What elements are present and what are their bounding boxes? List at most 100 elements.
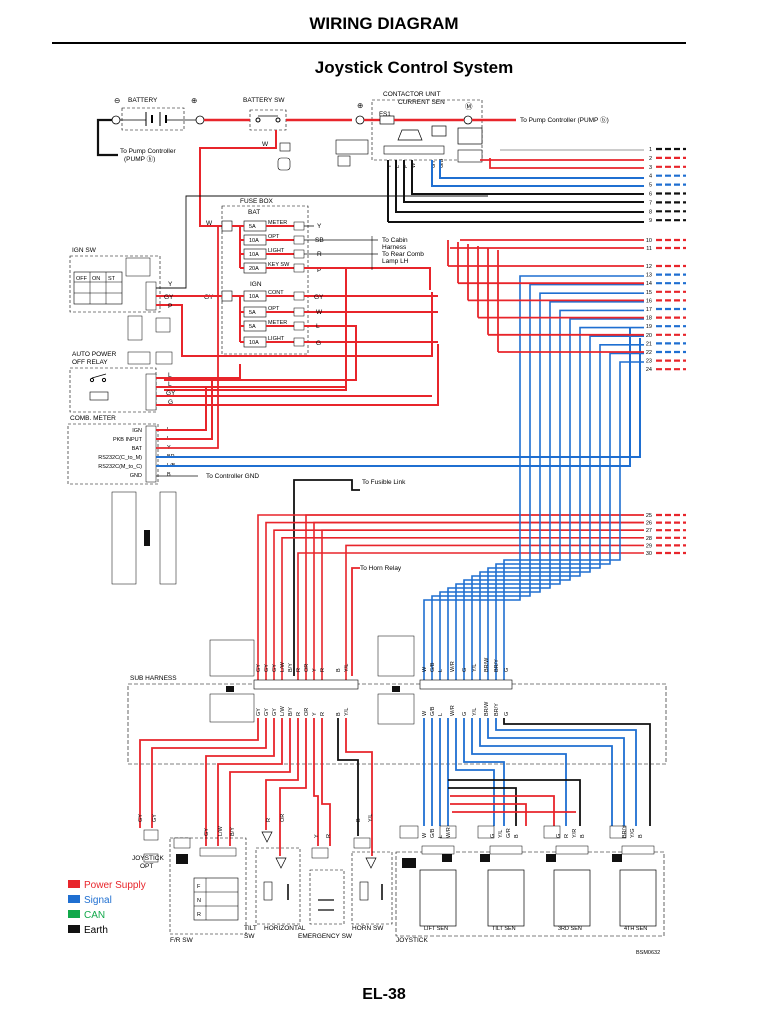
meter-connectors <box>111 491 177 585</box>
svg-text:R: R <box>266 818 272 822</box>
comb-meter-label: COMB. METER <box>70 415 116 422</box>
lower-wire-25 <box>450 803 527 826</box>
bundle-right-3 <box>447 300 644 680</box>
fuse-out-y: Y <box>317 223 322 230</box>
bundle-right-0 <box>423 275 644 680</box>
sub-harness: SUB HARNESS <box>127 635 667 765</box>
right-pin-11: 11 <box>646 246 652 252</box>
joystick-opt: JOYSTICK OPT GY GY <box>132 814 164 870</box>
fuse-bat-label: BAT <box>248 209 260 216</box>
right-pin-1: 1 <box>649 147 652 153</box>
contactor-unit: CONTACTOR UNIT CURRENT SEN FS1 ⊕ Ⓜ To Pu… <box>335 91 609 167</box>
ign-fuse-1-name: OPT <box>268 306 280 312</box>
joystick-opt-label-2: OPT <box>140 863 153 870</box>
right-pin-6: 6 <box>649 192 652 198</box>
lower-wire-8 <box>321 718 331 846</box>
w-wire-label: W <box>262 141 269 148</box>
sub-left-top-2: GY <box>272 664 278 672</box>
bundle-left-8 <box>321 529 644 680</box>
sub-right-bot-7: BR/Y <box>494 703 500 716</box>
sensor-0-wire-2: L <box>438 835 444 838</box>
svg-text:L: L <box>168 381 172 388</box>
legend-swatch-2 <box>68 910 80 918</box>
sensor-0-wire-1: G/B <box>430 828 436 838</box>
to-cabin-1: To Cabin <box>382 237 408 244</box>
contactor-wire-labels: Y L P W GY G/B <box>387 158 445 168</box>
bundle-left-7 <box>313 521 644 680</box>
to-pump-left-1: To Pump Controller <box>120 148 176 155</box>
battery-section: BATTERY ⊖ ⊕ To Pump Controller (PUMP ⓑ) <box>96 96 205 163</box>
ign-fuse-3-name: LIGHT <box>268 336 285 342</box>
sub-left-top-4: B/Y <box>288 663 294 672</box>
right-pin-18: 18 <box>646 316 652 322</box>
sensor-1-term <box>489 845 523 855</box>
svg-text:GY: GY <box>152 814 158 822</box>
bat-fuse-1-term <box>293 235 305 245</box>
bat-fuse-2-amp: 10A <box>249 252 259 258</box>
bundle-right-4 <box>455 309 644 680</box>
sensor-0-wire-0: W <box>422 832 428 838</box>
sensor-2-wire-0: G <box>556 834 562 838</box>
sub-right-bot-4: G <box>462 712 468 716</box>
bat-fuse-2-name: LIGHT <box>268 248 285 254</box>
sensor-2-wire-2: Y/R <box>572 829 578 838</box>
bundle-wires <box>257 239 644 680</box>
horn-sw: HORN SW B Y/L <box>351 814 393 932</box>
auto-power-relay: AUTO POWER OFF RELAY L L GY G <box>69 344 439 413</box>
svg-text:B/Y: B/Y <box>230 827 236 836</box>
sub-left-bot-2: GY <box>272 708 278 716</box>
svg-text:Y: Y <box>314 834 320 838</box>
lower-wire-5 <box>265 718 299 830</box>
bundle-right-6 <box>471 326 644 680</box>
meter-pin-2: BAT <box>132 446 143 452</box>
diagram-subtitle: Joystick Control System <box>314 58 514 77</box>
sensor-1-label: TILT SEN <box>492 926 516 932</box>
battery-sw-label: BATTERY SW <box>243 97 285 104</box>
fuse-ign-label: IGN <box>250 281 262 288</box>
sensor-3-label: 4TH SEN <box>624 926 647 932</box>
sub-left-top-5: R <box>296 668 302 672</box>
lower-wire-18 <box>479 718 613 826</box>
sub-right-top-1: G/B <box>430 662 436 672</box>
sub-right-bot-0: W <box>422 710 428 716</box>
ign-sw: IGN SW OFF ON ST Y GY P <box>69 195 488 365</box>
fuse-out-sb: SB <box>315 237 324 244</box>
sub-left-bot-6: OR <box>304 708 310 716</box>
fuse-out-r: R <box>317 251 322 258</box>
contactor-unit-label: CONTACTOR UNIT <box>383 91 441 98</box>
figure-code: BSM0632 <box>636 950 660 956</box>
ign-fuse-1-term <box>293 307 305 317</box>
bundle-right-8 <box>487 343 644 680</box>
relay-label-2: OFF RELAY <box>72 359 108 366</box>
right-pin-12: 12 <box>646 264 652 270</box>
contactor-plus-icon: ⊕ <box>357 101 363 110</box>
sensor-2-term <box>555 845 589 855</box>
ign-fuse-3-amp: 10A <box>249 340 259 346</box>
right-pin-5: 5 <box>649 183 652 189</box>
bundle-left-3 <box>281 536 644 680</box>
right-pin-22: 22 <box>646 350 652 356</box>
emergency-sw: EMERGENCY SW Y R <box>298 834 353 940</box>
meter-pin-1: PKB INPUT <box>113 437 143 443</box>
bat-fuse-3-term <box>293 263 305 273</box>
svg-text:ON: ON <box>92 276 100 282</box>
lower-wire-4 <box>229 718 291 846</box>
sensor-1-wire-1: Y/L <box>498 830 504 838</box>
comb-meter: COMB. METER <box>67 415 159 485</box>
right-pin-20: 20 <box>646 333 652 339</box>
vertical-bundle: To Fusible Link To Horn Relay <box>293 479 406 676</box>
svg-text:GY: GY <box>138 814 144 822</box>
sub-left-bot-5: R <box>296 712 302 716</box>
svg-text:P: P <box>168 303 172 310</box>
sensor-1-wire-0: G <box>490 834 496 838</box>
fuse-gy-in: GY <box>204 294 214 301</box>
right-pin-9: 9 <box>649 218 652 224</box>
svg-text:OFF: OFF <box>76 276 88 282</box>
bat-fuse-1-name: OPT <box>268 234 280 240</box>
joystick-label: JOYSTICK <box>396 937 428 944</box>
sensor-3-wire-1: Y/G <box>630 829 636 838</box>
bat-fuse-2-term <box>293 249 305 259</box>
legend-swatch-0 <box>68 880 80 888</box>
right-pin-27: 27 <box>646 528 652 534</box>
right-pin-17: 17 <box>646 307 652 313</box>
